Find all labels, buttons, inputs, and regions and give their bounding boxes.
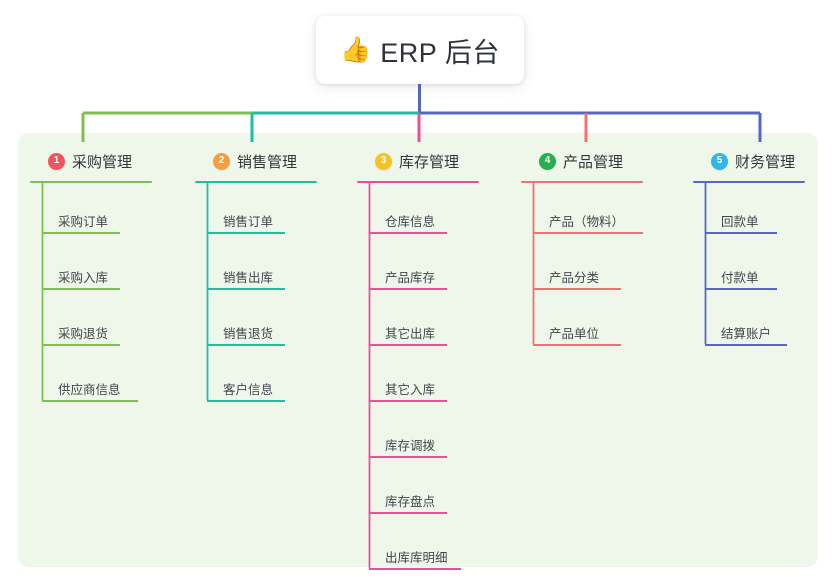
branch-column-2: 2 销售管理销售订单销售出库销售退货客户信息 (195, 148, 317, 407)
leaf-label: 销售退货 (223, 327, 274, 341)
leaf-label: 其它出库 (385, 327, 436, 341)
leaf-underline (705, 344, 787, 346)
leaf-underline (533, 232, 643, 234)
branch-badge-5: 5 (711, 152, 728, 170)
root-node-content: 👍 ERP 后台 (340, 31, 500, 70)
leaf-underline (705, 232, 777, 234)
leaf-underline (42, 232, 120, 234)
leaf-item[interactable]: 采购退货 (30, 295, 152, 351)
leaf-label: 产品分类 (549, 271, 600, 285)
leaf-item[interactable]: 仓库信息 (357, 183, 479, 239)
leaf-item[interactable]: 结算账户 (693, 295, 805, 351)
leaf-label: 付款单 (721, 271, 759, 285)
leaf-underline (207, 288, 285, 290)
branch-title-5: 财务管理 (735, 153, 796, 171)
leaf-item[interactable]: 其它出库 (357, 295, 479, 351)
branch-column-4: 4 产品管理产品（物料） 产品分类产品单位 (521, 148, 643, 351)
leaf-item[interactable]: 库存盘点 (357, 463, 479, 519)
branch-badge-2: 2 (213, 152, 230, 170)
leaf-underline (369, 568, 461, 570)
branch-underline-2 (195, 181, 317, 183)
leaf-underline (369, 456, 447, 458)
leaf-underline (705, 288, 777, 290)
leaf-label: 销售订单 (223, 215, 274, 229)
leaf-underline (369, 400, 447, 402)
branch-underline-4 (521, 181, 643, 183)
leaf-underline (369, 288, 447, 290)
branch-column-1: 1 采购管理采购订单采购入库采购退货供应商信息 (30, 148, 152, 407)
branch-badge-4: 4 (539, 152, 556, 170)
branch-badge-1: 1 (48, 152, 65, 170)
leaf-label: 采购订单 (58, 215, 109, 229)
leaf-underline (207, 232, 285, 234)
leaf-label: 产品单位 (549, 327, 600, 341)
leaf-item[interactable]: 出库库明细 (357, 519, 479, 575)
leaf-underline (42, 400, 138, 402)
leaf-label: 回款单 (721, 215, 759, 229)
leaf-label: 出库库明细 (385, 551, 448, 565)
leaf-underline (207, 344, 285, 346)
leaf-item[interactable]: 产品分类 (521, 239, 643, 295)
branch-header-5[interactable]: 5 财务管理 (693, 148, 805, 174)
leaf-item[interactable]: 采购订单 (30, 183, 152, 239)
branch-underline-5 (693, 181, 805, 183)
leaf-label: 采购入库 (58, 271, 109, 285)
leaf-label: 库存盘点 (385, 495, 436, 509)
leaf-item[interactable]: 产品（物料） (521, 183, 643, 239)
leaf-item[interactable]: 客户信息 (195, 351, 317, 407)
branch-title-3: 库存管理 (399, 153, 460, 171)
branch-title-4: 产品管理 (563, 153, 624, 171)
leaf-item[interactable]: 供应商信息 (30, 351, 152, 407)
leaf-label: 产品（物料） (549, 215, 625, 229)
leaf-label: 仓库信息 (385, 215, 436, 229)
leaf-item[interactable]: 产品库存 (357, 239, 479, 295)
branch-header-1[interactable]: 1 采购管理 (30, 148, 152, 174)
leaf-underline (369, 512, 447, 514)
leaf-label: 采购退货 (58, 327, 109, 341)
leaf-label: 供应商信息 (58, 383, 121, 397)
leaf-item[interactable]: 回款单 (693, 183, 805, 239)
branch-column-5: 5 财务管理回款单付款单结算账户 (693, 148, 805, 351)
leaf-label: 结算账户 (721, 327, 772, 341)
leaf-item[interactable]: 库存调拨 (357, 407, 479, 463)
leaf-underline (369, 344, 447, 346)
thumbs-up-icon: 👍 (340, 35, 372, 64)
leaf-item[interactable]: 采购入库 (30, 239, 152, 295)
branch-underline-3 (357, 181, 479, 183)
branch-header-4[interactable]: 4 产品管理 (521, 148, 643, 174)
leaf-underline (533, 288, 621, 290)
leaf-label: 库存调拨 (385, 439, 436, 453)
leaf-label: 产品库存 (385, 271, 436, 285)
branch-title-2: 销售管理 (237, 153, 298, 171)
branch-badge-3: 3 (375, 152, 392, 170)
leaf-item[interactable]: 付款单 (693, 239, 805, 295)
leaf-label: 其它入库 (385, 383, 436, 397)
leaf-underline (207, 400, 285, 402)
leaf-underline (42, 288, 120, 290)
leaf-item[interactable]: 其它入库 (357, 351, 479, 407)
leaf-item[interactable]: 销售订单 (195, 183, 317, 239)
root-node-title: ERP 后台 (380, 37, 500, 68)
leaf-item[interactable]: 产品单位 (521, 295, 643, 351)
leaf-underline (533, 344, 621, 346)
leaf-label: 销售出库 (223, 271, 274, 285)
branch-header-3[interactable]: 3 库存管理 (357, 148, 479, 174)
leaf-underline (369, 232, 447, 234)
branch-underline-1 (30, 181, 152, 183)
leaf-item[interactable]: 销售出库 (195, 239, 317, 295)
leaf-underline (42, 344, 120, 346)
root-node-card[interactable]: 👍 ERP 后台 (316, 16, 524, 84)
leaf-item[interactable]: 销售退货 (195, 295, 317, 351)
leaf-label: 客户信息 (223, 383, 274, 397)
branch-panel-background (18, 133, 818, 567)
branch-title-1: 采购管理 (72, 153, 133, 171)
branch-column-3: 3 库存管理仓库信息产品库存其它出库其它入库库存调拨库存盘点出库库明细 (357, 148, 479, 575)
branch-header-2[interactable]: 2 销售管理 (195, 148, 317, 174)
